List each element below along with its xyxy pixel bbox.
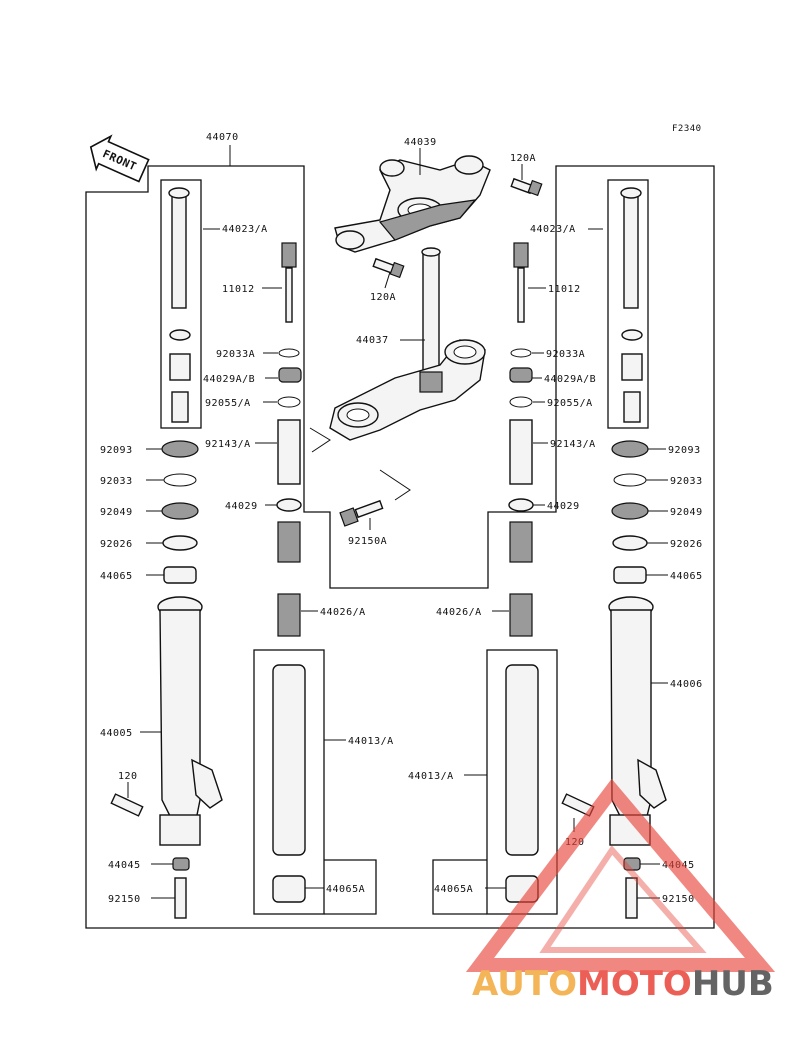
bolt-120a-mid [372,257,405,279]
washer-92026-left [162,535,198,551]
outer-tube-44005-left [157,596,223,846]
label-44029-left: 44029 [225,501,258,512]
label-92093-left: 92093 [100,445,133,456]
collar-44029ab-right [509,367,533,383]
clip-92033-right [613,473,647,487]
bolt-92150a [339,499,384,527]
bushing-44065-right [613,566,647,584]
label-44065-left: 44065 [100,571,133,582]
label-44026a-right: 44026/A [436,607,482,618]
figure-code: F2340 [672,124,702,134]
label-92055a-right: 92055/A [547,398,593,409]
washer-44029-right [508,498,534,512]
damper-rod-left [168,187,191,423]
inner-tube-44013-left [272,664,306,856]
label-44029-right: 44029 [547,501,580,512]
inner-frame-right-lower-tail [432,859,487,915]
label-44065a-right: 44065A [434,884,473,895]
watermark-text: AUTOMOTOHUB [472,964,774,1004]
label-92150a: 92150A [348,536,387,547]
label-44005: 44005 [100,728,133,739]
label-92049-left: 92049 [100,507,133,518]
seal-92049-right [611,502,649,520]
leader-lines [127,145,668,899]
spring-44026a-right-lower [509,593,533,637]
inner-frame-right-upper [607,179,649,429]
label-11012-left: 11012 [222,284,255,295]
label-92033a-left: 92033A [216,349,255,360]
label-92033-right: 92033 [670,476,703,487]
label-44029ab-right: 44029A/B [544,374,596,385]
cap-bolt-left [281,242,297,323]
label-92143a-right: 92143/A [550,439,596,450]
label-92026-right: 92026 [670,539,703,550]
left-fork-frame [85,165,715,929]
label-44023a-left: 44023/A [222,224,268,235]
watermark-part2: MOTO [577,964,692,1004]
label-92093-right: 92093 [668,445,701,456]
label-44039: 44039 [404,137,437,148]
oring-92055a-right [509,396,533,408]
label-120a-top: 120A [510,153,536,164]
label-44013a-right: 44013/A [408,771,454,782]
spring-44026a-left-upper [277,521,301,563]
label-44026a-left: 44026/A [320,607,366,618]
bushing-44065a-left [272,875,306,903]
inner-frame-left-lower [253,649,325,915]
label-92033-left: 92033 [100,476,133,487]
washer-92026-right [612,535,648,551]
spacer-92143a-left [277,419,301,485]
oil-seal-92093-right [611,440,649,458]
label-44029ab-left: 44029A/B [203,374,255,385]
ring-92033a-right [510,348,532,358]
inner-tube-44013-right [505,664,539,856]
automotohub-watermark-logo: AUTOMOTOHUB [465,778,776,1004]
label-92033a-right: 92033A [546,349,585,360]
watermark-part1: AUTO [472,964,577,1004]
bolt-120-left [110,793,144,817]
label-92150-right: 92150 [662,894,695,905]
label-92150-left: 92150 [108,894,141,905]
label-11012-right: 11012 [548,284,581,295]
oil-seal-92093-left [161,440,199,458]
steering-stem-44037 [329,247,486,441]
label-44065a-left: 44065A [326,884,365,895]
upper-bracket-44039 [334,155,491,253]
front-arrow-icon: FRONT [89,134,150,183]
label-44023a-right: 44023/A [530,224,576,235]
inner-frame-left-lower-tail [324,859,377,915]
label-92026-left: 92026 [100,539,133,550]
label-44006: 44006 [670,679,703,690]
label-120a-mid: 120A [370,292,396,303]
spring-44026a-right-upper [509,521,533,563]
bushing-44065-left [163,566,197,584]
inner-frame-left-upper [160,179,202,429]
label-44045-left: 44045 [108,860,141,871]
label-44013a-left: 44013/A [348,736,394,747]
label-120-left: 120 [118,771,138,782]
label-44070: 44070 [206,132,239,143]
outer-tube-44006-right [608,596,667,846]
washer-44045-left [172,857,190,871]
spring-44026a-left-lower [277,593,301,637]
label-92055a-left: 92055/A [205,398,251,409]
ring-92033a-left [278,348,300,358]
bolt-92150-left [174,877,187,919]
bolt-92150-right [625,877,638,919]
damper-rod-right [620,187,643,423]
seal-92049-left [161,502,199,520]
bolt-120a-top [510,177,543,197]
label-44037: 44037 [356,335,389,346]
label-44065-right: 44065 [670,571,703,582]
washer-44029-left [276,498,302,512]
spacer-92143a-right [509,419,533,485]
oring-92055a-left [277,396,301,408]
clip-92033-left [163,473,197,487]
label-92049-right: 92049 [670,507,703,518]
collar-44029ab-left [278,367,302,383]
cap-bolt-right [513,242,529,323]
label-92143a-left: 92143/A [205,439,251,450]
watermark-part3: HUB [692,964,774,1004]
